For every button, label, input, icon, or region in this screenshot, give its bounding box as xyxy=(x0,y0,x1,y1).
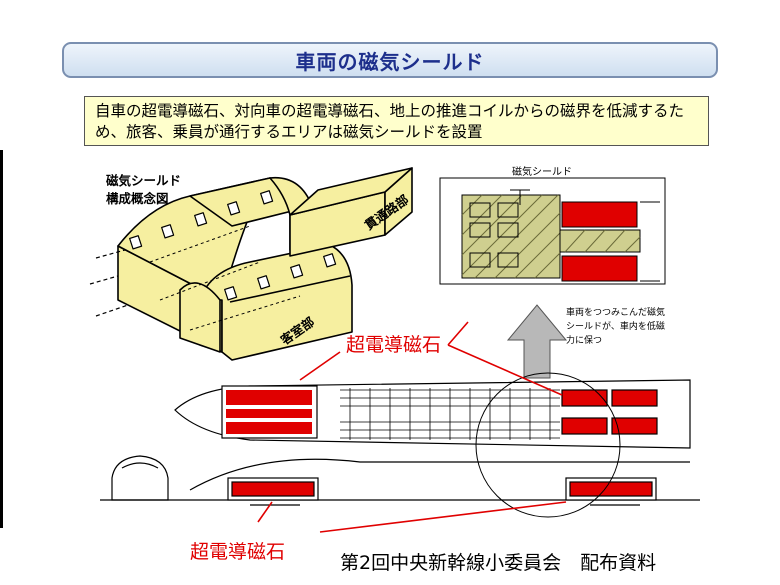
shield-label: 磁気シールド xyxy=(512,167,572,178)
concept-heading-2: 構成概念図 xyxy=(106,191,169,206)
title-banner: 車両の磁気シールド xyxy=(62,42,718,78)
vehicle-top-view xyxy=(174,379,691,449)
left-edge-rule xyxy=(0,150,3,528)
up-arrow xyxy=(506,304,568,379)
shield-detail-section xyxy=(439,177,666,285)
footer-caption: 第2回中央新幹線小委員会 配布資料 xyxy=(340,552,657,574)
vehicle-side-view xyxy=(100,455,700,506)
shield-note-line-3: 力に保つ xyxy=(566,336,603,346)
summary-line-1: 自車の超電導磁石、対向車の超電導磁石、地上の推進コイルからの磁界を低減するた xyxy=(95,102,685,120)
shield-note-line-1: 車両をつつみこんだ磁気 xyxy=(566,308,666,318)
shield-note-line-2: シールドが、車内を低磁 xyxy=(566,322,665,332)
summary-box: 自車の超電導磁石、対向車の超電導磁石、地上の推進コイルからの磁界を低減するた め… xyxy=(84,96,709,146)
magnet-leader-lines xyxy=(257,321,567,533)
page-title: 車両の磁気シールド xyxy=(295,49,485,74)
highlight-circle xyxy=(475,372,621,518)
shield-concept-illustration xyxy=(89,167,413,361)
magnet-label-bottom: 超電導磁石 xyxy=(190,541,286,563)
concept-heading-1: 磁気シールド xyxy=(106,173,182,188)
shield-note: 車両をつつみこんだ磁気 シールドが、車内を低磁 力に保つ xyxy=(566,306,665,348)
magnet-label-top: 超電導磁石 xyxy=(346,334,442,356)
summary-line-2: め、旅客、乗員が通行するエリアは磁気シールドを設置 xyxy=(95,123,483,141)
